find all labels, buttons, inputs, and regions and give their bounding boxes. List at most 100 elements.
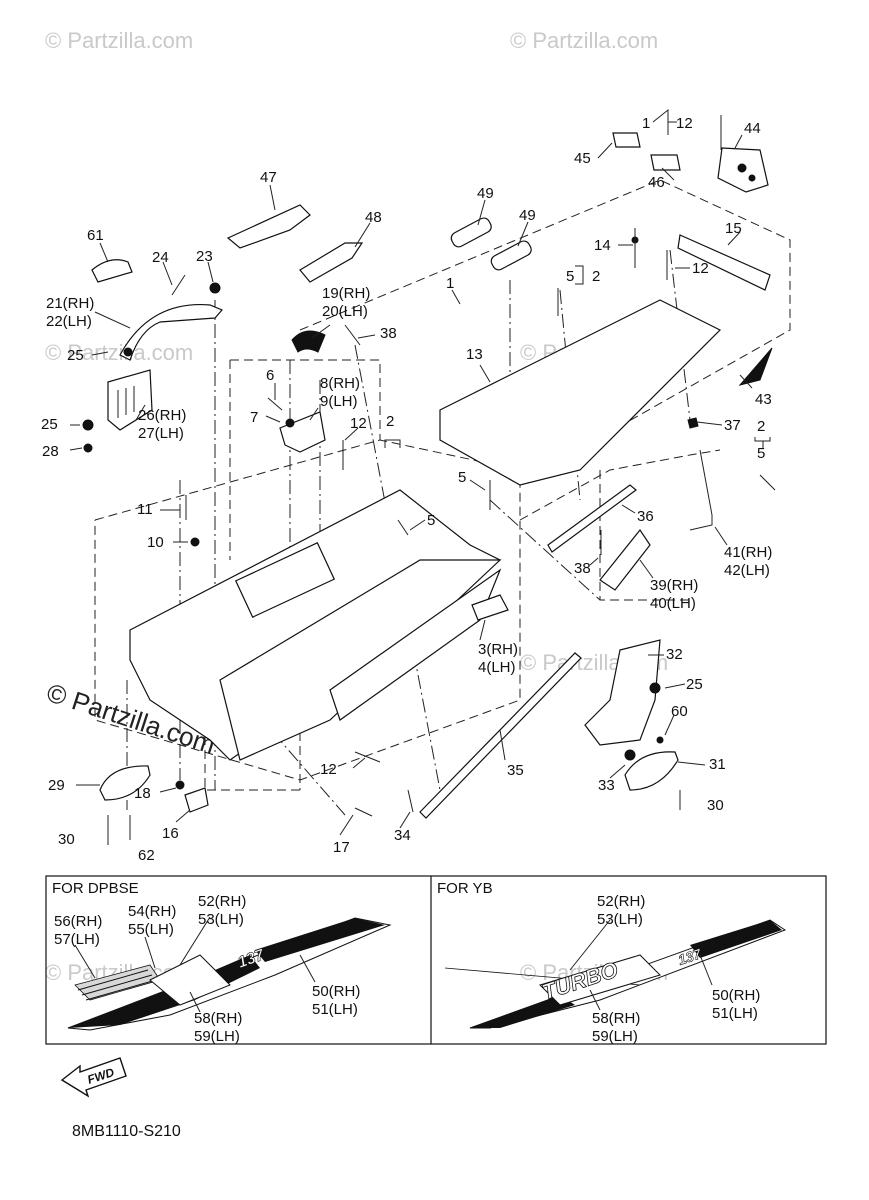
callout-label: 26(RH) [138,407,186,424]
callout-label: 37 [724,417,741,434]
callout-label: 22(LH) [46,313,92,330]
callout-label: 6 [266,367,274,384]
callout-label: 5 [427,512,435,529]
bracket-3-4 [471,594,509,621]
callout-label: 34 [394,827,411,844]
callout-label: 39(RH) [650,577,698,594]
callout-label: 62 [138,847,155,864]
decal-panel-border [45,875,827,1045]
callout-label: 24 [152,249,169,266]
callout-label: 43 [755,391,772,408]
callout-label: 52(RH) [597,893,645,910]
callout-label: 58(RH) [592,1010,640,1027]
watermark: © Partzilla.com [510,28,658,53]
decal-model-text: 137 [676,945,704,968]
diagram-code: 8MB1110-S210 [72,1123,181,1140]
callout-label: 8(RH) [320,375,360,392]
callout-label: 1 [642,115,650,132]
callout-label: 12 [320,761,337,778]
watermark: © Partzilla.com [45,28,193,53]
callout-label: 50(RH) [312,983,360,1000]
callout-label: 23 [196,248,213,265]
callout-label: 35 [507,762,524,779]
callout-label: 55(LH) [128,921,174,938]
section-title-dpbse: FOR DPBSE [52,880,139,897]
frame-body [129,489,502,761]
decal-dpbse: 137 [67,917,392,1031]
callout-label: 28 [42,443,59,460]
callout-labels: 1 12 44 45 46 47 48 49 49 61 24 23 15 14… [41,115,772,864]
step-29 [99,765,151,801]
callout-label: 19(RH) [322,285,370,302]
callout-label: 53(LH) [198,911,244,928]
callout-label: 51(LH) [712,1005,758,1022]
callout-label: 5 [458,469,466,486]
callout-label: 25 [686,676,703,693]
callout-label: 31 [709,756,726,773]
callout-label: 5 [566,268,574,285]
callout-label: 12 [676,115,693,132]
callout-label: 58(RH) [194,1010,242,1027]
callout-label: 3(RH) [478,641,518,658]
callout-label: 12 [350,415,367,432]
callout-label: 27(LH) [138,425,184,442]
pad-48 [299,242,364,283]
rail-15 [677,234,771,291]
callout-label: 2 [757,418,765,435]
step-31 [624,751,679,791]
callout-label: 29 [48,777,65,794]
callout-label: 20(LH) [322,303,368,320]
callout-label: 45 [574,150,591,167]
callout-label: 13 [466,346,483,363]
callout-label: 47 [260,169,277,186]
callout-label: 2 [386,413,394,430]
plate-32 [584,639,661,746]
callout-label: 41(RH) [724,544,772,561]
callout-label: 44 [744,120,761,137]
callout-label: 49 [519,207,536,224]
callout-label: 16 [162,825,179,842]
callout-label: 40(LH) [650,595,696,612]
callout-label: 50(RH) [712,987,760,1004]
callout-label: 25 [67,347,84,364]
link-41-42 [689,449,713,531]
tunnel-plate-13 [439,299,722,486]
pad-47 [226,204,311,249]
callout-label: 25 [41,416,58,433]
callout-label: 38 [574,560,591,577]
callout-label: 32 [666,646,683,663]
gasket-19-20 [291,330,326,353]
pad-49 [450,217,492,248]
callout-label: 48 [365,209,382,226]
callout-label: 30 [58,831,75,848]
bracket-39-40 [599,528,651,591]
callout-label: 5 [757,445,765,462]
fwd-arrow-icon: FWD [60,1057,127,1098]
pad-45 [612,132,641,148]
callout-label: 2 [592,268,600,285]
callout-label: 38 [380,325,397,342]
callout-label: 59(LH) [592,1028,638,1045]
callout-label: 56(RH) [54,913,102,930]
callout-label: 42(LH) [724,562,770,579]
callout-label: 33 [598,777,615,794]
callout-label: 12 [692,260,709,277]
callout-label: 14 [594,237,611,254]
callout-label: 21(RH) [46,295,94,312]
callout-label: 60 [671,703,688,720]
pad-49 [490,240,532,271]
callout-label: 36 [637,508,654,525]
cap-61 [91,259,133,283]
plate-16 [184,787,209,813]
callout-label: 9(LH) [320,393,358,410]
callout-label: 61 [87,227,104,244]
callout-label: 18 [134,785,151,802]
section-title-yb: FOR YB [437,880,493,897]
callout-label: 57(LH) [54,931,100,948]
callout-label: 53(LH) [597,911,643,928]
leader-lines [69,108,771,836]
callout-label: 1 [446,275,454,292]
callout-label: 51(LH) [312,1001,358,1018]
bracket-44 [717,115,769,193]
